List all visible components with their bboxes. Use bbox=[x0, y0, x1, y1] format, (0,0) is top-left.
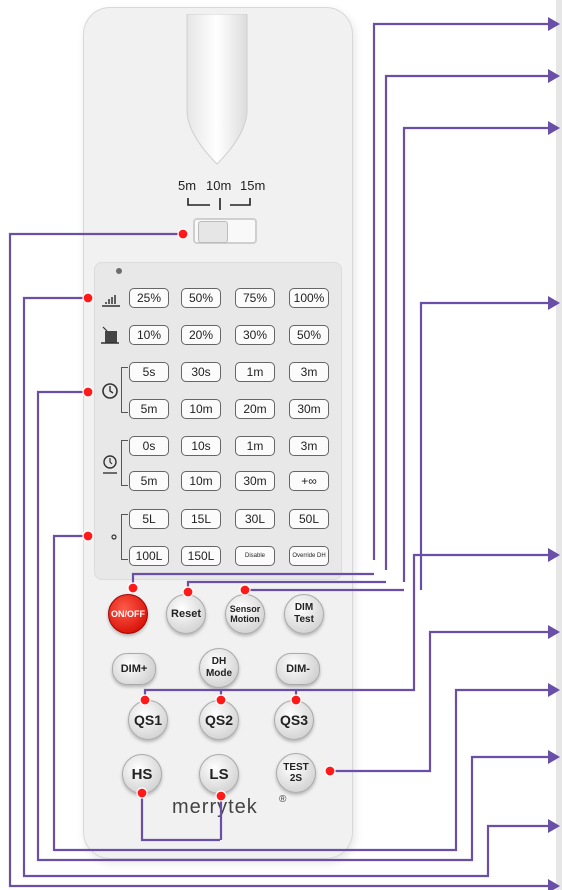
ls-button[interactable]: LS bbox=[199, 754, 239, 794]
on-off-button[interactable]: ON/OFF bbox=[108, 594, 148, 634]
grid-key[interactable]: 10s bbox=[181, 436, 221, 456]
signal-icon bbox=[102, 295, 120, 307]
sensor-motion-label-2: Motion bbox=[230, 614, 260, 624]
brand-logo: merrytek bbox=[172, 796, 258, 818]
dim-plus-button[interactable]: DIM+ bbox=[112, 653, 156, 685]
dh-mode-label-1: DH bbox=[211, 656, 227, 667]
grid-key[interactable]: +∞ bbox=[289, 471, 329, 491]
dim-plus-label: DIM+ bbox=[120, 663, 148, 675]
qs1-label: QS1 bbox=[133, 712, 162, 728]
row-bracket bbox=[121, 440, 128, 486]
dim-minus-button[interactable]: DIM- bbox=[276, 653, 320, 685]
grid-key[interactable]: 50% bbox=[181, 288, 221, 308]
grid-key[interactable]: 15L bbox=[181, 509, 221, 529]
grid-key[interactable]: 5m bbox=[129, 471, 169, 491]
row-bracket bbox=[121, 514, 128, 560]
range-switch-knob[interactable] bbox=[198, 221, 228, 243]
grid-key[interactable]: 1m bbox=[235, 362, 275, 382]
grid-key[interactable]: 5s bbox=[129, 362, 169, 382]
dim-test-label-2: Test bbox=[294, 614, 314, 625]
grid-key[interactable]: 10m bbox=[181, 399, 221, 419]
grid-key[interactable]: 5m bbox=[129, 399, 169, 419]
grid-key[interactable]: 10m bbox=[181, 471, 221, 491]
grid-key[interactable]: 30% bbox=[235, 325, 275, 345]
sensor-motion-label-1: Sensor bbox=[229, 604, 261, 614]
grid-key[interactable]: 3m bbox=[289, 436, 329, 456]
grid-key[interactable]: Disable bbox=[235, 546, 275, 566]
sensor-lens-icon bbox=[186, 14, 248, 165]
switch-label-5m: 5m bbox=[178, 178, 197, 193]
grid-key[interactable]: 10% bbox=[129, 325, 169, 345]
on-off-label: ON/OFF bbox=[111, 609, 145, 619]
dimming-icon bbox=[101, 326, 119, 344]
grid-key[interactable]: 30L bbox=[235, 509, 275, 529]
standby-clock-icon bbox=[103, 455, 117, 474]
indicator-led bbox=[116, 268, 122, 274]
brand-registered-mark: ® bbox=[279, 794, 287, 805]
dim-test-label-1: DIM bbox=[294, 602, 314, 613]
test-label-2: 2S bbox=[289, 773, 303, 784]
ls-label: LS bbox=[209, 765, 229, 783]
dim-minus-label: DIM- bbox=[286, 663, 310, 675]
grid-key[interactable]: 75% bbox=[235, 288, 275, 308]
grid-key[interactable]: Override DH bbox=[289, 546, 329, 566]
clock-icon bbox=[102, 383, 118, 399]
grid-key[interactable]: 20% bbox=[181, 325, 221, 345]
reset-label: Reset bbox=[171, 608, 201, 620]
grid-key[interactable]: 50L bbox=[289, 509, 329, 529]
grid-key[interactable]: 50% bbox=[289, 325, 329, 345]
switch-label-10m: 10m bbox=[206, 178, 232, 193]
switch-position-marks bbox=[187, 198, 251, 210]
grid-key[interactable]: 1m bbox=[235, 436, 275, 456]
qs3-button[interactable]: QS3 bbox=[274, 700, 314, 740]
dh-mode-label-2: Mode bbox=[205, 668, 233, 679]
grid-key[interactable]: 0s bbox=[129, 436, 169, 456]
grid-key[interactable]: 20m bbox=[235, 399, 275, 419]
switch-label-15m: 15m bbox=[240, 178, 266, 193]
grid-key[interactable]: 30m bbox=[235, 471, 275, 491]
grid-key[interactable]: 100L bbox=[129, 546, 169, 566]
test-label-1: TEST bbox=[283, 762, 309, 773]
grid-key[interactable]: 30s bbox=[181, 362, 221, 382]
qs2-label: QS2 bbox=[204, 712, 233, 728]
row-bracket bbox=[121, 367, 128, 413]
grid-key[interactable]: 150L bbox=[181, 546, 221, 566]
moon-sun-icon bbox=[102, 530, 117, 544]
right-edge-strip bbox=[556, 0, 562, 890]
grid-key[interactable]: 3m bbox=[289, 362, 329, 382]
grid-key[interactable]: 30m bbox=[289, 399, 329, 419]
grid-key[interactable]: 5L bbox=[129, 509, 169, 529]
grid-key[interactable]: 100% bbox=[289, 288, 329, 308]
grid-key[interactable]: 25% bbox=[129, 288, 169, 308]
qs3-label: QS3 bbox=[279, 712, 308, 728]
hs-label: HS bbox=[131, 765, 153, 783]
